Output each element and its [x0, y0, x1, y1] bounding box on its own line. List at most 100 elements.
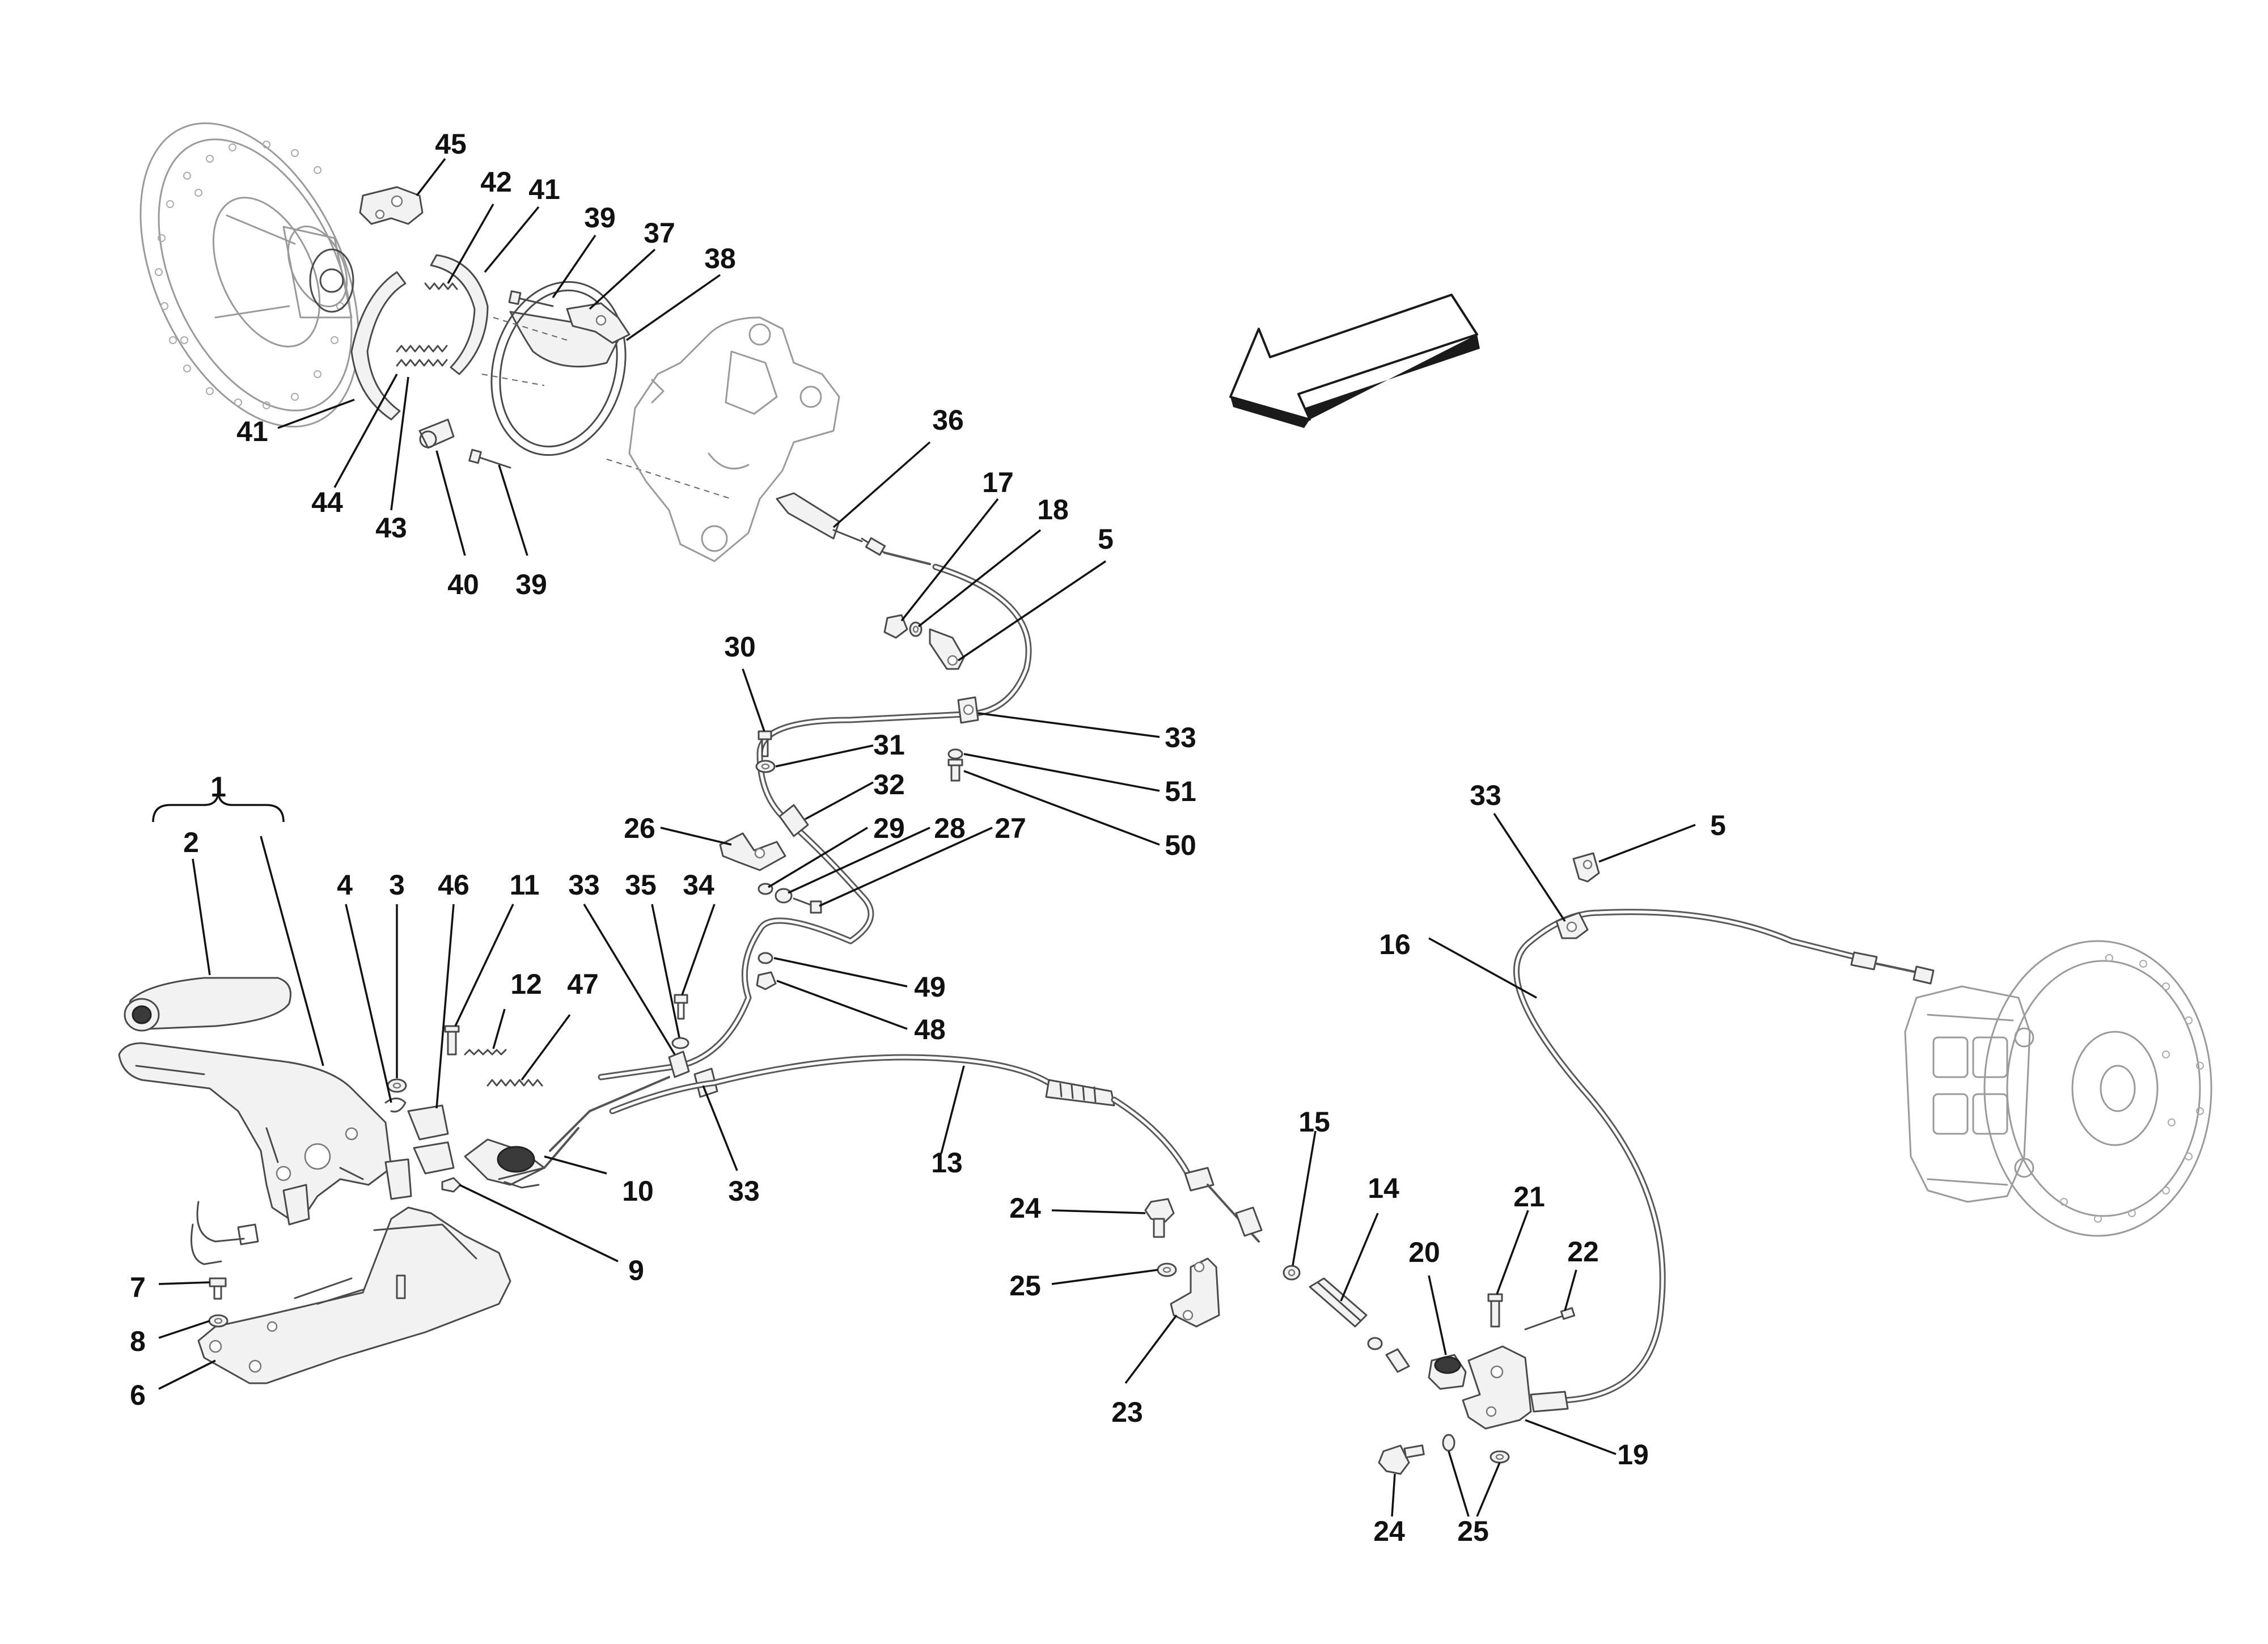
callout-11: 11 [510, 869, 540, 901]
callout-46: 46 [438, 869, 469, 901]
callout-27: 27 [995, 812, 1026, 844]
bracket-46-plate [407, 1104, 455, 1175]
nuts-48-49 [756, 952, 777, 990]
callout-33-mid-right: 33 [728, 1175, 760, 1207]
callout-30: 30 [724, 631, 756, 663]
callout-36: 36 [932, 404, 964, 436]
handbrake-lever-1 [118, 1042, 392, 1245]
switch-wire [191, 1223, 222, 1265]
washer-35 [671, 1037, 689, 1049]
hub-carrier [628, 316, 840, 562]
calliper-bracket-45 [359, 186, 424, 225]
callout-25-lower: 25 [1457, 1515, 1489, 1547]
callout-47: 47 [567, 968, 599, 1000]
callout-33-right: 33 [1470, 779, 1501, 811]
right-rear-cable-16 [1513, 909, 1935, 1413]
pin-11 [444, 1025, 460, 1056]
callout-6: 6 [130, 1379, 146, 1411]
spring-pin-22 [1524, 1307, 1576, 1331]
adjuster-14 [1309, 1277, 1368, 1328]
callout-42: 42 [480, 166, 512, 198]
washer-31 [755, 760, 776, 773]
pin-21 [1487, 1293, 1503, 1328]
backing-plate-37 [481, 281, 732, 499]
rear-brake-disc [139, 122, 359, 428]
callout-9: 9 [628, 1255, 644, 1286]
threaded-end [1367, 1337, 1410, 1373]
callout-49: 49 [914, 971, 946, 1003]
washer-25-lower-a [1442, 1434, 1455, 1452]
left-rear-cable [598, 563, 1032, 1081]
callout-51: 51 [1165, 776, 1196, 807]
direction-arrow [1229, 294, 1480, 428]
callout-38: 38 [704, 243, 736, 274]
callout-5-right: 5 [1710, 810, 1726, 841]
callout-labels: 45 42 41 39 37 38 41 44 43 40 39 36 17 1… [130, 128, 1726, 1547]
washer-25-lower-b [1490, 1450, 1510, 1464]
callout-39-upper: 39 [584, 202, 616, 234]
base-plate-6 [197, 1206, 511, 1384]
washer-8 [208, 1314, 229, 1328]
pin-46 [384, 1158, 412, 1200]
callout-24-upper: 24 [1009, 1192, 1041, 1224]
handbrake-grip-2 [124, 977, 291, 1032]
bracket-5-right [1572, 852, 1600, 883]
bolt-24-upper [1144, 1198, 1175, 1238]
bracket-19 [1462, 1345, 1532, 1430]
front-cable-13 [609, 1054, 1263, 1243]
callout-41-lower: 41 [236, 416, 268, 447]
nut-15 [1283, 1265, 1301, 1281]
callout-24-lower: 24 [1373, 1515, 1405, 1547]
callout-31: 31 [873, 729, 905, 761]
bracket-23 [1170, 1257, 1220, 1328]
callout-5-upper: 5 [1098, 523, 1114, 555]
grommet-32 [778, 804, 809, 837]
callout-50: 50 [1165, 829, 1196, 861]
cable-clamp-33-upper [957, 696, 979, 724]
callout-20: 20 [1408, 1236, 1440, 1268]
spring-47 [486, 1079, 543, 1087]
nut-9 [441, 1177, 462, 1193]
leader-lines [152, 158, 1696, 1517]
callout-37: 37 [644, 217, 675, 249]
callout-7: 7 [130, 1272, 146, 1303]
washer-51 [947, 748, 963, 760]
screw-7 [209, 1277, 227, 1300]
callout-19: 19 [1617, 1439, 1649, 1471]
callout-12: 12 [510, 968, 542, 1000]
callout-15: 15 [1298, 1106, 1330, 1138]
callout-1: 1 [210, 771, 226, 803]
callout-33-upper: 33 [1165, 722, 1196, 753]
bracket-5-upper [929, 628, 965, 670]
callout-3: 3 [389, 869, 405, 901]
bolt-24-lower [1378, 1444, 1425, 1475]
callout-43: 43 [375, 512, 407, 544]
callout-48: 48 [914, 1014, 946, 1045]
callout-26: 26 [624, 812, 655, 844]
callout-18: 18 [1037, 494, 1069, 526]
lever-cable-links [543, 1076, 670, 1169]
callout-4: 4 [337, 869, 353, 901]
bolt-34 [674, 994, 688, 1020]
callout-21: 21 [1513, 1181, 1545, 1213]
cable-end-36 [776, 492, 931, 565]
callout-25-upper: 25 [1009, 1270, 1041, 1302]
brake-shoes-41 [350, 254, 489, 449]
callout-8: 8 [130, 1325, 146, 1357]
bolt-39-upper [508, 290, 554, 307]
callout-2: 2 [183, 827, 199, 858]
bolt-39-lower [468, 448, 511, 469]
clip-4 [384, 1098, 407, 1113]
bolt-30 [758, 730, 772, 757]
callout-16: 16 [1379, 929, 1411, 960]
callout-10: 10 [622, 1175, 654, 1207]
spring-12 [464, 1049, 507, 1056]
callout-14: 14 [1368, 1172, 1399, 1204]
callout-35: 35 [625, 869, 657, 901]
callout-45: 45 [435, 128, 467, 160]
callout-22: 22 [1567, 1236, 1599, 1268]
callout-13: 13 [931, 1147, 963, 1179]
callout-41-upper: 41 [528, 173, 560, 205]
callout-32: 32 [873, 769, 905, 800]
